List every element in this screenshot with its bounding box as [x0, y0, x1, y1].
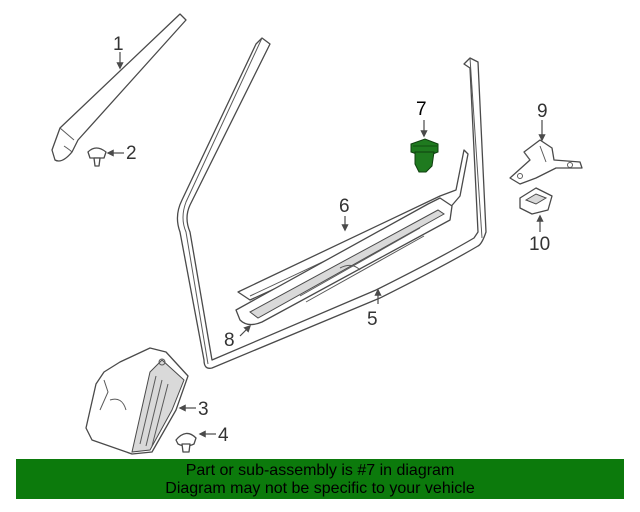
sill-plate-part-8 — [235, 197, 453, 326]
callout-4: 4 — [218, 425, 229, 446]
pad-part-10 — [519, 187, 553, 215]
banner-line-1: Part or sub-assembly is #7 in diagram — [185, 462, 455, 479]
lower-trim-part-3 — [85, 347, 189, 455]
bracket-part-9 — [509, 139, 583, 185]
part-info-banner: Part or sub-assembly is #7 in diagram Di… — [16, 459, 624, 499]
callout-3: 3 — [198, 399, 209, 420]
callout-7: 7 — [416, 99, 427, 120]
banner-line-2: Diagram may not be specific to your vehi… — [165, 480, 475, 497]
highlighted-clip-part-7 — [410, 138, 439, 173]
callout-6: 6 — [339, 196, 350, 217]
callout-9: 9 — [537, 101, 548, 122]
clip-part-2 — [87, 147, 107, 167]
clip-part-4 — [175, 432, 197, 453]
callout-10: 10 — [529, 234, 550, 255]
callout-1: 1 — [113, 34, 124, 55]
callout-5: 5 — [367, 309, 378, 330]
callout-2: 2 — [126, 143, 137, 164]
pillar-trim-part-1 — [51, 13, 187, 162]
parts-diagram: 1 2 7 9 10 6 5 8 3 4 — [51, 13, 583, 455]
weatherstrip-part-5 — [176, 37, 487, 369]
callout-8: 8 — [224, 330, 235, 351]
leader-lines — [106, 52, 546, 438]
